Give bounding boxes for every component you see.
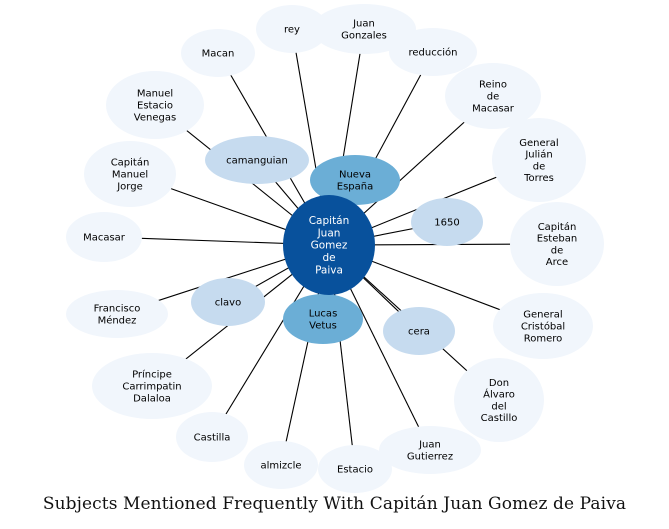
node-almizcle[interactable]: almizcle	[244, 441, 318, 489]
node-cera[interactable]: cera	[383, 307, 455, 355]
node-label: Macan	[202, 49, 235, 60]
node-bubble	[318, 445, 392, 493]
node-macasar[interactable]: Macasar	[66, 212, 142, 262]
node-label: cera	[408, 327, 430, 338]
node-bubble	[445, 63, 541, 129]
node-bubble	[312, 4, 416, 54]
node-bubble	[492, 118, 586, 202]
node-bubble	[256, 5, 328, 53]
node-castilla[interactable]: Castilla	[176, 412, 248, 462]
node-bubble	[411, 198, 483, 246]
node-label: reducción	[409, 47, 458, 59]
node-bubble	[389, 28, 477, 76]
node-bubble	[379, 426, 481, 474]
node-bubble	[493, 293, 593, 359]
node-label: rey	[284, 25, 300, 36]
node-bubble	[84, 141, 176, 207]
center-bubble	[283, 195, 375, 295]
node-bubble	[205, 136, 309, 184]
node-bubble	[310, 155, 400, 205]
node-bubble	[510, 202, 604, 286]
node-label: clavo	[215, 298, 241, 309]
node-n1650[interactable]: 1650	[411, 198, 483, 246]
node-label: Macasar	[83, 233, 126, 244]
node-bubble	[244, 441, 318, 489]
node-estacio[interactable]: Estacio	[318, 445, 392, 493]
node-bubble	[66, 290, 168, 338]
node-bubble	[106, 71, 204, 139]
node-clavo[interactable]: clavo	[191, 278, 265, 326]
node-macan[interactable]: Macan	[181, 29, 255, 77]
node-bubble	[191, 278, 265, 326]
node-label: Castilla	[194, 433, 231, 444]
diagram-title: Subjects Mentioned Frequently With Capit…	[42, 494, 627, 514]
node-bubble	[92, 353, 212, 419]
node-rey[interactable]: rey	[256, 5, 328, 53]
node-label: 1650	[434, 218, 459, 229]
node-bubble	[454, 358, 544, 442]
node-label: Estacio	[337, 465, 373, 476]
node-bubble	[66, 212, 142, 262]
node-bubble	[383, 307, 455, 355]
node-bubble	[181, 29, 255, 77]
node-reduccion[interactable]: reducción	[389, 28, 477, 76]
node-label: camanguian	[226, 156, 288, 167]
node-bubble	[283, 294, 363, 344]
node-bubble	[176, 412, 248, 462]
node-camanguian[interactable]: camanguian	[205, 136, 309, 184]
node-label: almizcle	[260, 461, 301, 472]
